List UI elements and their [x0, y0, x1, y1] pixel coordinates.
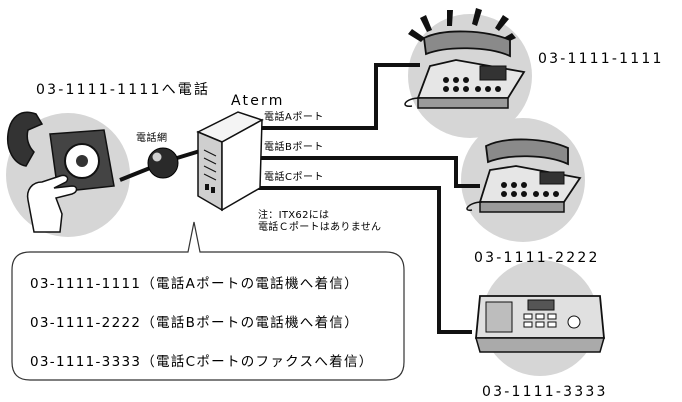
- routing-bubble: [11, 221, 405, 381]
- router-note-line-2: 電話Ｃポートはありません: [258, 222, 382, 233]
- routing-row: 03-1111-3333（電話Cポートのファクスへ着信）: [30, 354, 374, 370]
- phone-a-icon: [404, 30, 526, 109]
- routing-row: 03-1111-1111（電話Aポートの電話機へ着信）: [30, 276, 359, 292]
- phone-b-icon: [466, 138, 582, 213]
- connection-lines: [119, 63, 480, 334]
- network-globe-icon: [147, 147, 179, 179]
- port-b-label: 電話Bポート: [264, 142, 324, 153]
- network-label: 電話網: [136, 133, 168, 144]
- router-note-line-1: 注：ITX62には: [258, 210, 330, 221]
- rotary-dial-center: [76, 155, 88, 167]
- caller-hand: [26, 174, 78, 233]
- line-network-router: [176, 149, 201, 160]
- aterm-router-icon: [196, 111, 264, 212]
- router-note: 注：ITX62には 電話Ｃポートはありません: [258, 210, 381, 234]
- line-caller-network: [119, 166, 151, 182]
- caller-phone-icon: [6, 111, 115, 233]
- line-port-a: [258, 63, 420, 130]
- phone-a-number: 03-1111-1111: [538, 51, 664, 67]
- port-a-label: 電話Aポート: [264, 112, 324, 123]
- caller-label: 03-1111-1111へ電話: [36, 82, 211, 98]
- line-port-b: [258, 156, 480, 188]
- phone-b-number: 03-1111-2222: [474, 250, 600, 266]
- port-c-label: 電話Cポート: [264, 172, 324, 183]
- router-name: Aterm: [231, 93, 285, 109]
- caller-handset: [6, 111, 44, 167]
- line-port-c: [258, 186, 472, 334]
- fax-machine-icon: [475, 295, 605, 353]
- routing-row: 03-1111-2222（電話Bポートの電話機へ着信）: [30, 315, 359, 331]
- fax-number: 03-1111-3333: [482, 384, 608, 400]
